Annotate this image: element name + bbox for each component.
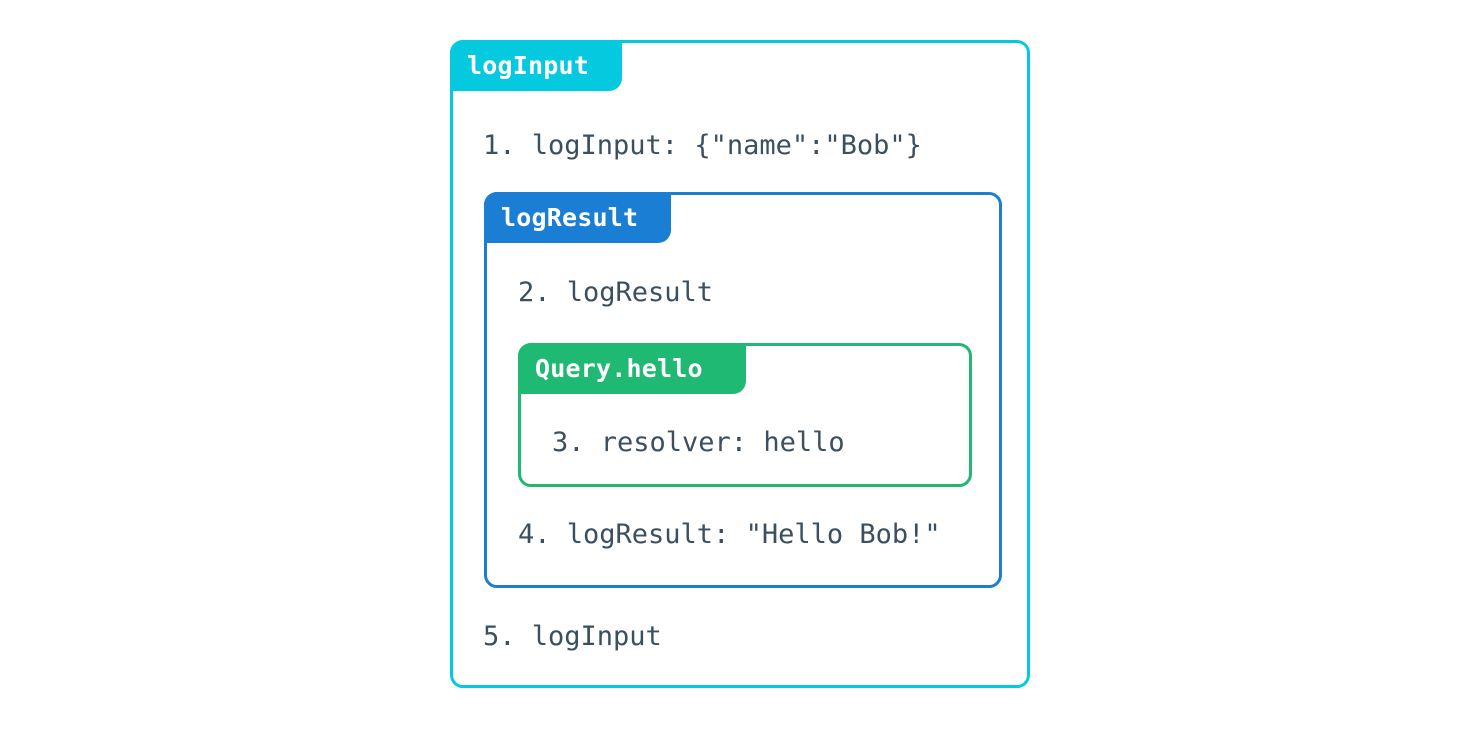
block-tab-logresult: logResult (484, 192, 671, 243)
trace-line-5: 5. logInput (483, 621, 662, 652)
trace-line-1: 1. logInput: {"name":"Bob"} (483, 130, 922, 161)
trace-line-3: 3. resolver: hello (552, 427, 845, 458)
block-logresult: logResult 2. logResult Query.hello 3. re… (484, 192, 1002, 588)
block-loginput: logInput 1. logInput: {"name":"Bob"} log… (450, 40, 1030, 688)
block-queryhello: Query.hello 3. resolver: hello (518, 343, 972, 487)
block-tab-queryhello: Query.hello (518, 343, 746, 394)
trace-line-4: 4. logResult: "Hello Bob!" (518, 519, 941, 550)
trace-line-2: 2. logResult (518, 277, 714, 308)
block-tab-loginput: logInput (450, 40, 622, 91)
